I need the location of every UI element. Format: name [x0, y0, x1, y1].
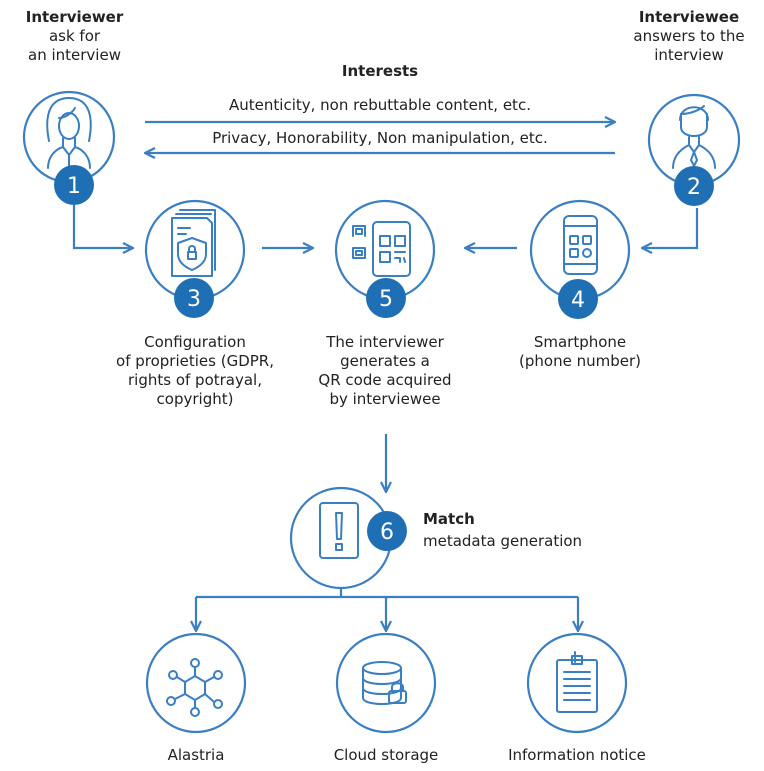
network-icon [166, 658, 223, 717]
information-notice-node [526, 632, 628, 734]
interests-to-interviewee: Autenticity, non rebuttable content, etc… [229, 96, 531, 114]
alastria-node [145, 632, 247, 734]
interviewee-line-1: answers to the [633, 27, 745, 45]
smartphone-label-line-2: (phone number) [519, 352, 641, 370]
step-1-badge: 1 [67, 174, 81, 199]
woman-avatar-icon [46, 97, 92, 169]
qr-label-line-4: by interviewee [329, 390, 441, 408]
match-node: 6 [289, 486, 407, 590]
interests-title: Interests [341, 62, 419, 80]
configuration-label-line-3: rights of potrayal, [128, 371, 262, 389]
step-3-badge: 3 [187, 287, 201, 312]
output-label-information-notice: Information notice [508, 746, 646, 764]
qr-code-node: 5 [334, 199, 436, 318]
smartphone-node: 4 [529, 199, 631, 319]
output-label-alastria: Alastria [167, 746, 225, 764]
match-title: Match [423, 510, 475, 528]
qr-code-icon [352, 221, 411, 277]
interviewer-node: 1 [22, 90, 116, 205]
configuration-node: 3 [144, 199, 246, 318]
qr-label-line-2: generates a [340, 352, 430, 370]
clipboard-icon [556, 651, 598, 713]
qr-label-line-3: QR code acquired [318, 371, 452, 389]
step-4-badge: 4 [571, 288, 585, 313]
step-5-badge: 5 [379, 287, 393, 312]
secure-document-icon [171, 209, 216, 277]
arrow-interviewer-to-configuration [72, 205, 133, 248]
man-avatar-icon [672, 105, 716, 169]
interviewer-line-1: ask for [48, 27, 101, 45]
configuration-label-line-1: Configuration [144, 333, 246, 351]
interests-to-interviewer: Privacy, Honorability, Non manipulation,… [212, 129, 548, 147]
interviewer-title: Interviewer [25, 8, 124, 26]
output-label-cloud-storage: Cloud storage [333, 746, 439, 764]
cloud-storage-node [335, 632, 437, 734]
step-6-badge: 6 [380, 520, 394, 545]
interviewee-node: 2 [647, 93, 741, 206]
arrow-interviewee-to-smartphone [642, 208, 699, 248]
interviewee-line-2: interview [654, 46, 724, 64]
configuration-label-line-2: of proprieties (GDPR, [116, 352, 274, 370]
smartphone-icon [563, 215, 598, 275]
qr-label-line-1: The interviewer [326, 333, 444, 351]
smartphone-label-line-1: Smartphone [533, 333, 627, 351]
configuration-label-line-4: copyright) [156, 390, 234, 408]
step-2-badge: 2 [687, 175, 701, 200]
database-icon [362, 661, 407, 705]
exclamation-icon [319, 502, 359, 559]
connectors [72, 122, 699, 631]
interviewee-title: Interviewee [638, 8, 740, 26]
interviewer-line-2: an interview [28, 46, 121, 64]
match-subtitle: metadata generation [423, 532, 583, 550]
